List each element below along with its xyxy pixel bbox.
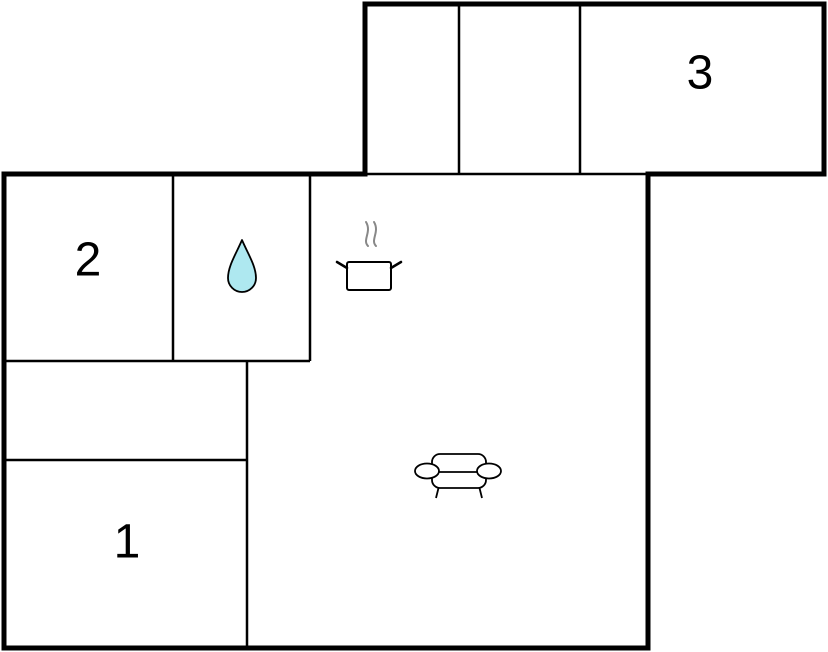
cooking-pot-icon [335,221,403,291]
interior-walls [4,4,648,648]
sofa-icon [414,453,502,499]
room-label-2: 2 [75,234,102,287]
room-label-1: 1 [114,516,141,569]
water-drop-icon [227,239,257,293]
room-label-3: 3 [687,47,714,100]
